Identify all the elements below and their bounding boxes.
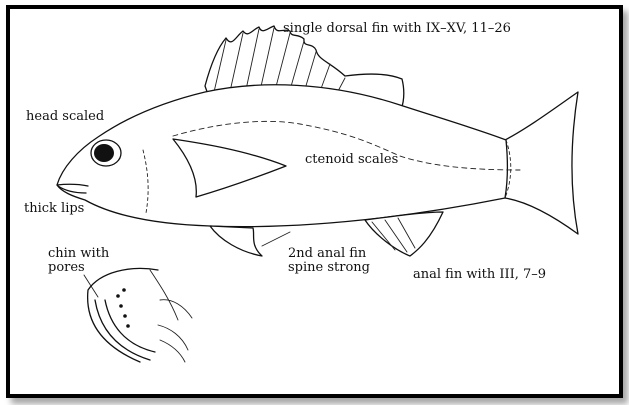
anal-fin bbox=[365, 212, 443, 256]
chin-sketch bbox=[88, 268, 158, 362]
label-dorsal-fin: single dorsal fin with IX–XV, 11–26 bbox=[283, 22, 511, 36]
label-ctenoid-scales: ctenoid scales bbox=[305, 153, 398, 167]
fish-body bbox=[57, 85, 507, 227]
pelvic-fin bbox=[210, 226, 262, 256]
label-thick-lips: thick lips bbox=[24, 202, 84, 216]
caudal-fin bbox=[505, 92, 578, 234]
label-head-scaled: head scaled bbox=[26, 110, 104, 124]
label-anal-fin: anal fin with III, 7–9 bbox=[413, 268, 546, 282]
label-chin-pores: chin with pores bbox=[48, 247, 109, 275]
eye-pupil bbox=[94, 144, 114, 162]
chin-sketch-detail bbox=[150, 270, 192, 362]
label-second-anal-spine: 2nd anal fin spine strong bbox=[288, 247, 370, 275]
chin-pores bbox=[116, 288, 130, 328]
leader-2nd-spine bbox=[262, 232, 290, 246]
